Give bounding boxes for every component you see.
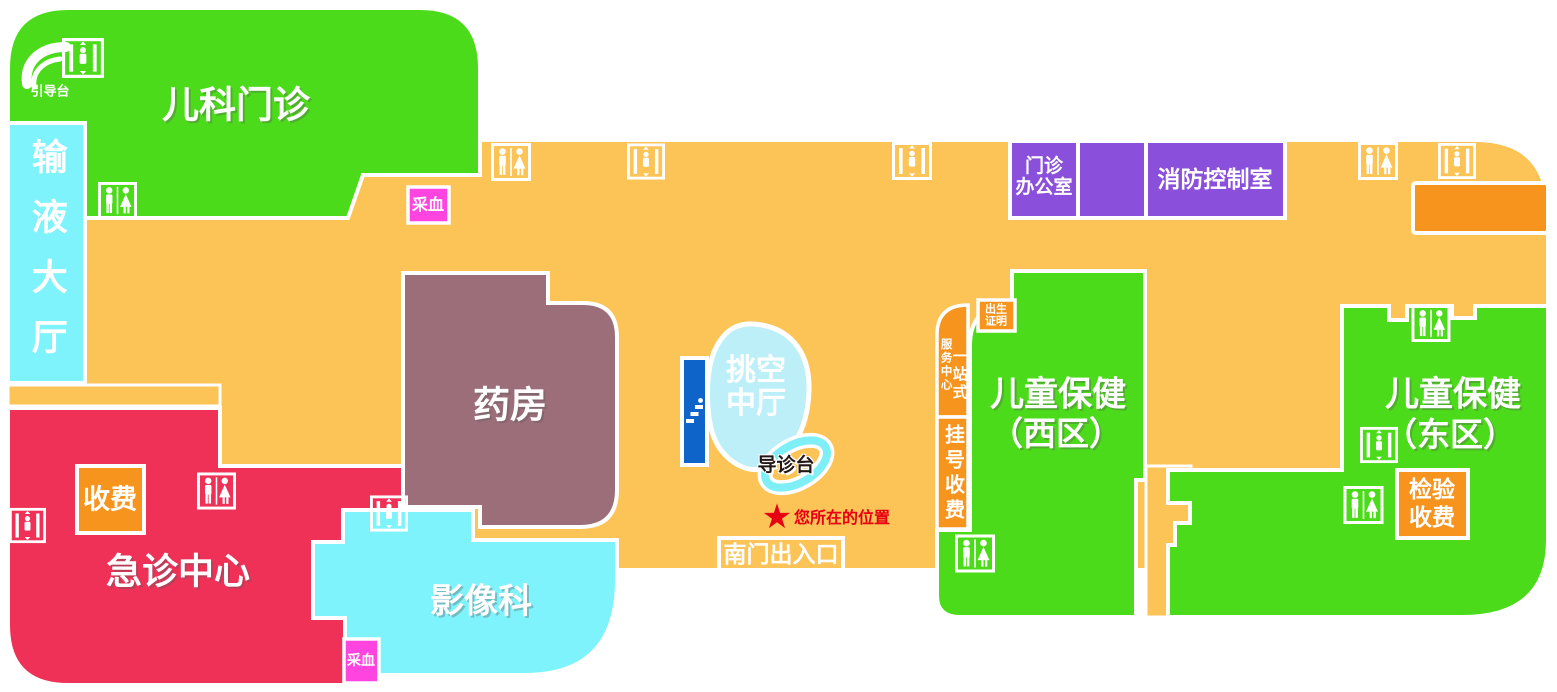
child-health-west-label-line1: 儿童保健 bbox=[990, 374, 1126, 415]
outpatient-office-label-line2: 办公室 bbox=[1015, 176, 1073, 199]
guidance-desk-icon bbox=[21, 42, 71, 90]
birth-certificate-label-line1: 出生 bbox=[985, 302, 1007, 316]
blood-draw-box-top bbox=[406, 185, 451, 225]
cashier-label: 收费 bbox=[83, 484, 137, 516]
imaging-label: 影像科 bbox=[430, 581, 532, 622]
child-health-west-label-line2: （西区） bbox=[990, 414, 1122, 454]
pharmacy-region bbox=[401, 271, 619, 529]
one-stop-service-strip bbox=[935, 298, 1017, 531]
guidance-desk-label: 引导台 bbox=[30, 84, 70, 100]
fire-control-room bbox=[1144, 139, 1287, 220]
child-health-east-label-line1: 儿童保健 bbox=[1385, 374, 1521, 415]
child-health-east-label-line2: （东区） bbox=[1384, 415, 1516, 455]
top-right-block bbox=[1411, 181, 1550, 235]
blood-draw-bottom-label: 采血 bbox=[347, 652, 375, 669]
south-entrance-box bbox=[717, 536, 845, 573]
emergency-center-label: 急诊中心 bbox=[105, 551, 251, 593]
cashier-box bbox=[75, 464, 146, 535]
infusion-hall-label: 输液大厅 bbox=[25, 138, 67, 378]
atrium-label-line1: 挑空 bbox=[726, 352, 786, 388]
pediatric-outpatient-region bbox=[6, 6, 482, 220]
blood-draw-top-label: 采血 bbox=[411, 194, 445, 214]
escalator-icon bbox=[686, 398, 703, 423]
triage-desk-ring bbox=[757, 432, 835, 496]
outpatient-office-label-line1: 门诊 bbox=[1024, 155, 1064, 178]
registration-fee-box bbox=[935, 415, 970, 531]
south-entrance-label: 南门出入口 bbox=[723, 541, 839, 568]
lab-fee-label-line1: 检验 bbox=[1409, 476, 1455, 503]
fire-control-room-label: 消防控制室 bbox=[1157, 166, 1273, 193]
one-stop-service-label-col-right: 一站式 bbox=[950, 348, 969, 402]
blood-draw-box-bottom bbox=[342, 637, 381, 685]
birth-certificate-label-line2: 证明 bbox=[985, 314, 1007, 328]
birth-certificate-box bbox=[976, 298, 1017, 333]
pharmacy-label: 药房 bbox=[473, 383, 547, 427]
lab-fee-box bbox=[1395, 468, 1470, 540]
pediatric-outpatient-label: 儿科门诊 bbox=[162, 83, 310, 127]
imaging-region bbox=[311, 508, 619, 677]
unlabeled-room bbox=[1076, 139, 1148, 220]
atrium-label-line2: 中厅 bbox=[726, 385, 786, 421]
one-stop-service-label-col-left: 服务中心 bbox=[939, 338, 954, 392]
atrium-region bbox=[705, 321, 812, 473]
lab-fee-label-line2: 收费 bbox=[1409, 504, 1455, 531]
escalator bbox=[680, 356, 709, 467]
registration-fee-label: 挂号收费 bbox=[941, 424, 966, 524]
triage-desk-label: 导诊台 bbox=[757, 454, 815, 477]
you-are-here-star-icon: ★ bbox=[761, 497, 793, 537]
you-are-here-label: 您所在的位置 bbox=[793, 507, 891, 527]
office-rooms bbox=[1008, 139, 1287, 220]
